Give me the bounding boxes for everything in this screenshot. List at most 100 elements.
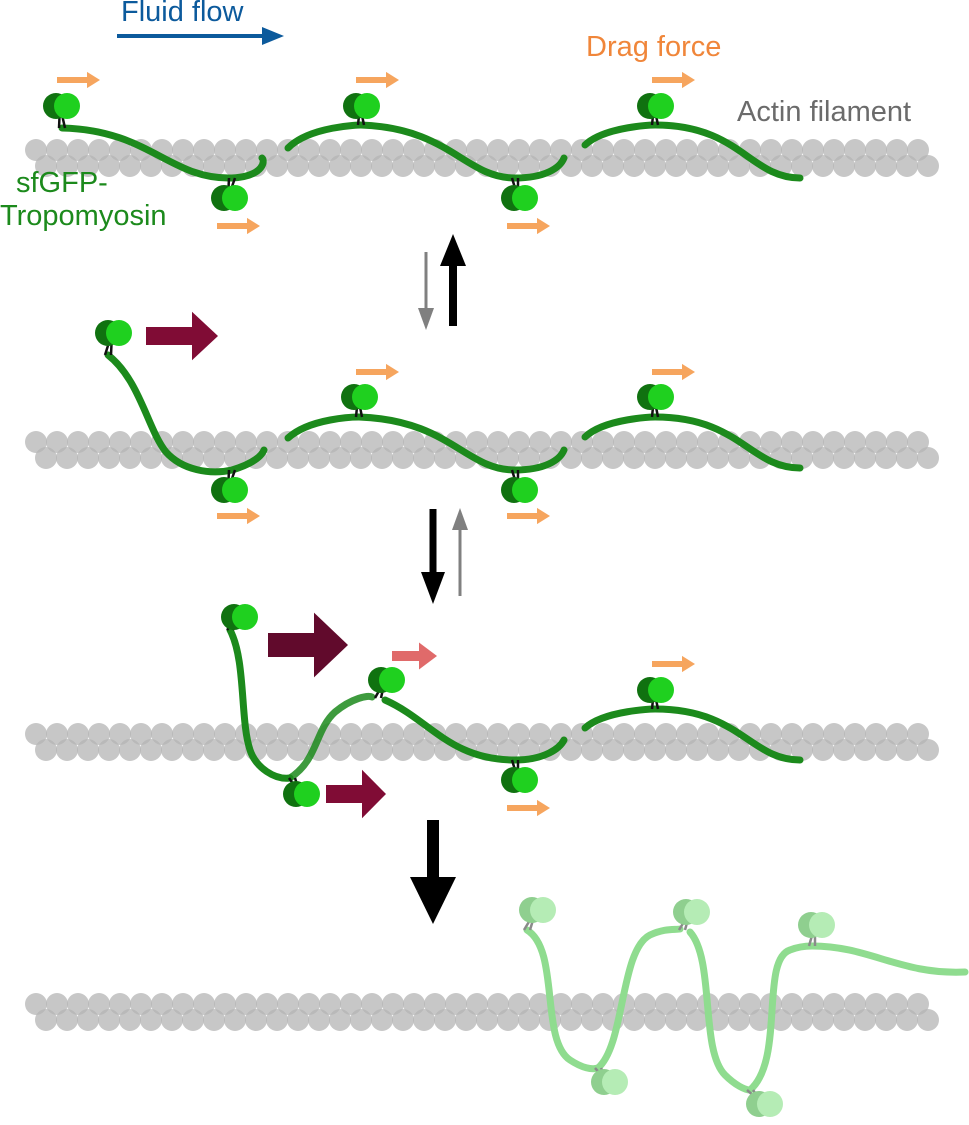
- actin-monomer: [886, 723, 908, 745]
- actin-monomer: [287, 155, 309, 177]
- actin-monomer: [392, 739, 414, 761]
- actin-monomer: [298, 139, 320, 161]
- actin-monomer: [634, 431, 656, 453]
- actin-monomer: [781, 139, 803, 161]
- actin-monomer: [823, 993, 845, 1015]
- sfgfp-beads: [43, 93, 835, 1117]
- actin-monomer: [907, 993, 929, 1015]
- actin-monomer: [665, 155, 687, 177]
- actin-monomer: [497, 155, 519, 177]
- sfgfp-bead: [43, 93, 80, 129]
- actin-monomer: [413, 155, 435, 177]
- actin-monomer: [287, 447, 309, 469]
- actin-monomer: [844, 139, 866, 161]
- actin-monomer: [707, 155, 729, 177]
- actin-monomer: [67, 723, 89, 745]
- actin-monomer: [728, 739, 750, 761]
- actin-monomer: [109, 993, 131, 1015]
- actin-monomer: [644, 447, 666, 469]
- actin-monomer: [760, 431, 782, 453]
- actin-monomer: [917, 1009, 939, 1031]
- tropomyosin-label-line1: sfGFP-: [16, 167, 108, 199]
- actin-monomer: [434, 155, 456, 177]
- gfp-light-half: [512, 185, 538, 211]
- actin-monomer: [161, 1009, 183, 1031]
- gfp-light-half: [648, 384, 674, 410]
- gfp-light-half: [354, 93, 380, 119]
- sfgfp-bead: [501, 177, 538, 211]
- actin-monomer: [172, 431, 194, 453]
- actin-monomer: [56, 739, 78, 761]
- actin-monomer: [56, 1009, 78, 1031]
- actin-monomer: [445, 993, 467, 1015]
- tropomyosin-segment: [808, 942, 969, 976]
- tropomyosin-segment: [357, 121, 568, 182]
- actin-monomer: [896, 1009, 918, 1031]
- gfp-light-half: [648, 677, 674, 703]
- force-arrows: [57, 71, 695, 819]
- actin-monomer: [203, 739, 225, 761]
- actin-monomer: [203, 447, 225, 469]
- tropomyosin-segment: [381, 696, 568, 764]
- actin-monomer: [77, 447, 99, 469]
- actin-monomer: [266, 739, 288, 761]
- sfgfp-bead: [746, 1089, 783, 1117]
- actin-monomer: [760, 723, 782, 745]
- actin-monomer: [119, 447, 141, 469]
- actin-monomer: [686, 739, 708, 761]
- detached-segment-drag-arrow: [326, 769, 386, 819]
- actin-monomer: [308, 155, 330, 177]
- actin-monomer: [602, 447, 624, 469]
- actin-monomer: [875, 739, 897, 761]
- actin-monomer: [25, 723, 47, 745]
- actin-monomer: [760, 139, 782, 161]
- actin-monomer: [707, 447, 729, 469]
- actin-monomer: [487, 723, 509, 745]
- actin-monomer: [833, 155, 855, 177]
- actin-monomer: [298, 431, 320, 453]
- actin-monomer: [665, 739, 687, 761]
- drag-force-arrow: [652, 363, 695, 381]
- actin-monomer: [907, 139, 929, 161]
- actin-monomer: [361, 993, 383, 1015]
- actin-monomer: [676, 431, 698, 453]
- actin-monomer: [686, 447, 708, 469]
- actin-monomer: [130, 431, 152, 453]
- actin-monomer: [634, 723, 656, 745]
- actin-monomer: [329, 739, 351, 761]
- actin-monomer: [896, 739, 918, 761]
- actin-monomer: [98, 155, 120, 177]
- actin-monomer: [350, 739, 372, 761]
- actin-monomer: [434, 1009, 456, 1031]
- tropomyosin-segment: [581, 121, 804, 182]
- actin-monomer: [130, 723, 152, 745]
- actin-monomer: [119, 155, 141, 177]
- actin-monomer: [392, 155, 414, 177]
- actin-monomer: [172, 993, 194, 1015]
- actin-monomer: [865, 139, 887, 161]
- sfgfp-bead: [221, 604, 258, 631]
- gfp-light-half: [294, 781, 320, 807]
- actin-monomer: [697, 723, 719, 745]
- actin-monomer: [256, 723, 278, 745]
- tropomyosin-segment: [746, 942, 816, 1094]
- drag-force-label: Drag force: [586, 31, 722, 63]
- actin-monomer: [371, 447, 393, 469]
- actin-monomer: [865, 431, 887, 453]
- actin-monomer: [256, 993, 278, 1015]
- actin-monomer: [140, 739, 162, 761]
- actin-monomer: [770, 1009, 792, 1031]
- actin-monomer: [686, 155, 708, 177]
- actin-monomer: [46, 431, 68, 453]
- actin-filament-label: Actin filament: [737, 96, 912, 128]
- actin-monomer: [623, 739, 645, 761]
- actin-monomer: [508, 993, 530, 1015]
- sfgfp-bead: [637, 384, 674, 418]
- actin-monomer: [340, 139, 362, 161]
- sfgfp-bead: [211, 177, 248, 211]
- actin-monomer: [214, 139, 236, 161]
- actin-monomer: [917, 155, 939, 177]
- actin-monomer: [886, 431, 908, 453]
- tropomyosin-segment: [104, 351, 268, 476]
- actin-monomer: [466, 139, 488, 161]
